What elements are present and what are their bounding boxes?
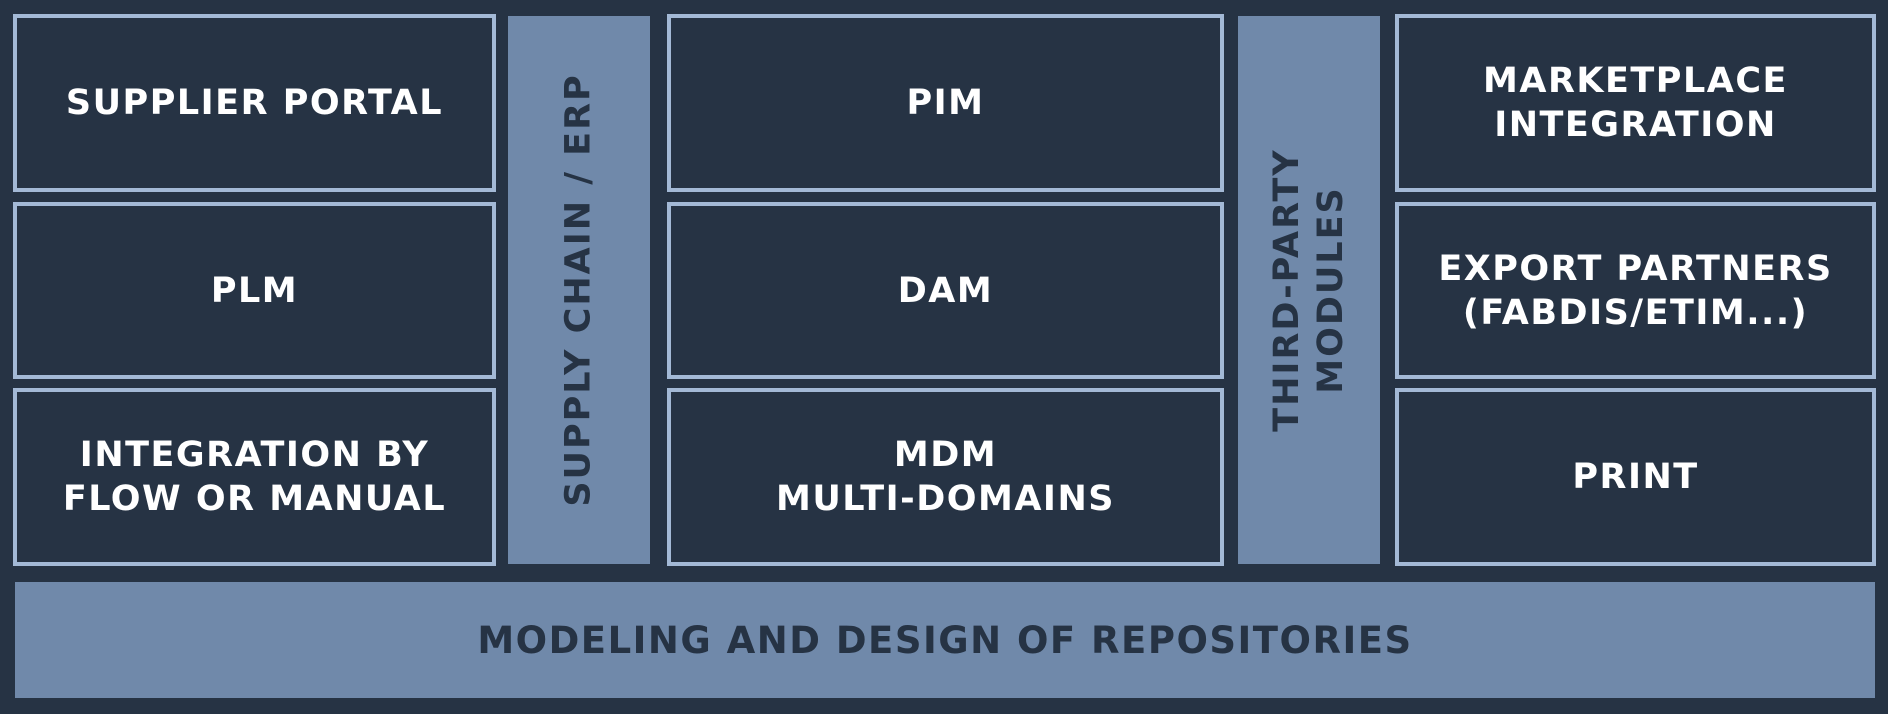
export-partners-label: EXPORT PARTNERS (FABDIS/ETIM...) bbox=[1438, 248, 1833, 333]
integration-box: INTEGRATION BY FLOW OR MANUAL bbox=[13, 388, 496, 566]
modeling-design-bar: MODELING AND DESIGN OF REPOSITORIES bbox=[15, 582, 1875, 698]
pim-box: PIM bbox=[667, 14, 1224, 192]
supplier-portal-label: SUPPLIER PORTAL bbox=[65, 83, 444, 123]
dam-box: DAM bbox=[667, 202, 1224, 379]
supply-chain-erp-label: SUPPLY CHAIN / ERP bbox=[559, 73, 600, 507]
marketplace-integration-label: MARKETPLACE INTEGRATION bbox=[1483, 61, 1788, 145]
supplier-portal-box: SUPPLIER PORTAL bbox=[13, 14, 496, 192]
dam-label: DAM bbox=[897, 270, 994, 311]
export-partners-box: EXPORT PARTNERS (FABDIS/ETIM...) bbox=[1395, 202, 1876, 379]
modeling-design-label: MODELING AND DESIGN OF REPOSITORIES bbox=[477, 618, 1413, 662]
mdm-box: MDM MULTI-DOMAINS bbox=[667, 388, 1224, 566]
third-party-modules-bar: THIRD-PARTY MODULES bbox=[1238, 16, 1380, 564]
supply-chain-erp-bar: SUPPLY CHAIN / ERP bbox=[508, 16, 650, 564]
third-party-modules-label: THIRD-PARTY MODULES bbox=[1267, 148, 1351, 432]
marketplace-integration-box: MARKETPLACE INTEGRATION bbox=[1395, 14, 1876, 192]
plm-label: PLM bbox=[210, 270, 299, 311]
print-box: PRINT bbox=[1395, 388, 1876, 566]
plm-box: PLM bbox=[13, 202, 496, 379]
mdm-label: MDM MULTI-DOMAINS bbox=[776, 435, 1115, 519]
integration-label: INTEGRATION BY FLOW OR MANUAL bbox=[62, 435, 447, 519]
pim-label: PIM bbox=[906, 83, 985, 123]
print-label: PRINT bbox=[1572, 457, 1699, 497]
